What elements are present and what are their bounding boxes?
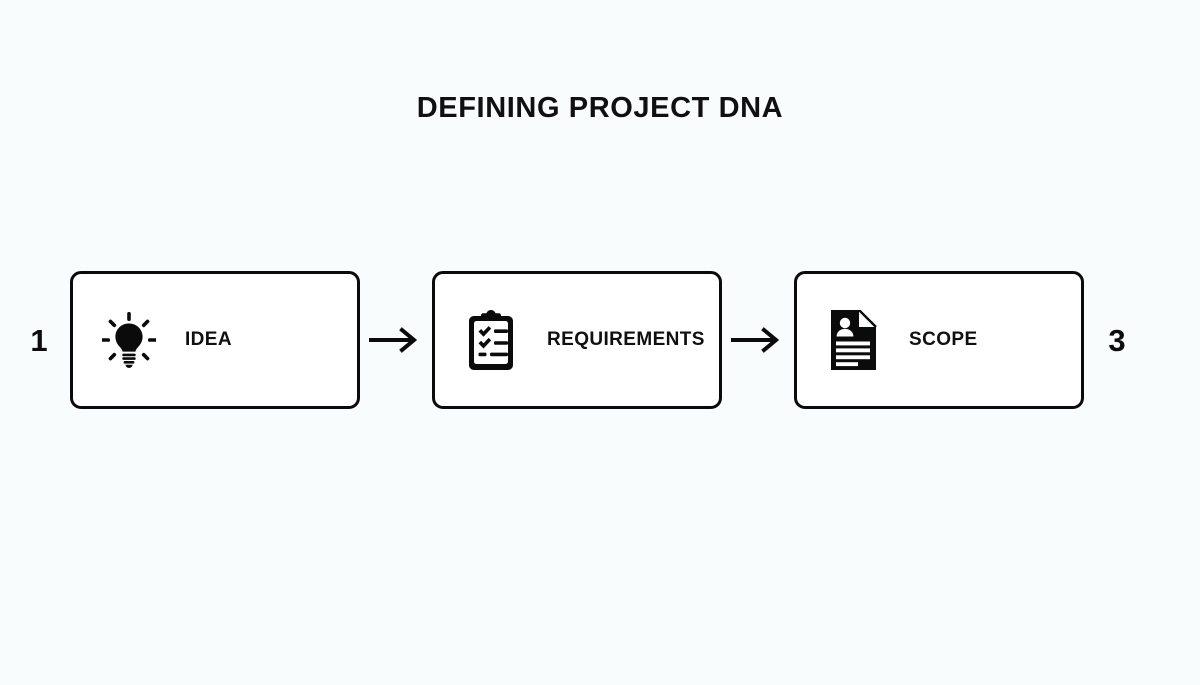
step-card-requirements[interactable]: REQUIREMENTS [432,271,722,409]
flow-end-number: 3 [1108,322,1126,358]
step-label-scope: SCOPE [909,329,978,350]
page-title: DEFINING PROJECT DNA [416,92,784,124]
document-person-icon [823,309,883,371]
step-card-scope[interactable]: SCOPE [794,271,1084,409]
arrow-right-icon-2 [722,320,794,360]
step-label-requirements: REQUIREMENTS [547,329,705,350]
step-label-idea: IDEA [185,329,232,350]
clipboard-checklist-icon [461,309,521,371]
step-card-idea[interactable]: IDEA [70,271,360,409]
arrow-right-icon [360,320,432,360]
flow-start-number: 1 [30,322,48,358]
lightbulb-icon [99,309,159,371]
process-flow-row: 1 [0,270,1200,410]
